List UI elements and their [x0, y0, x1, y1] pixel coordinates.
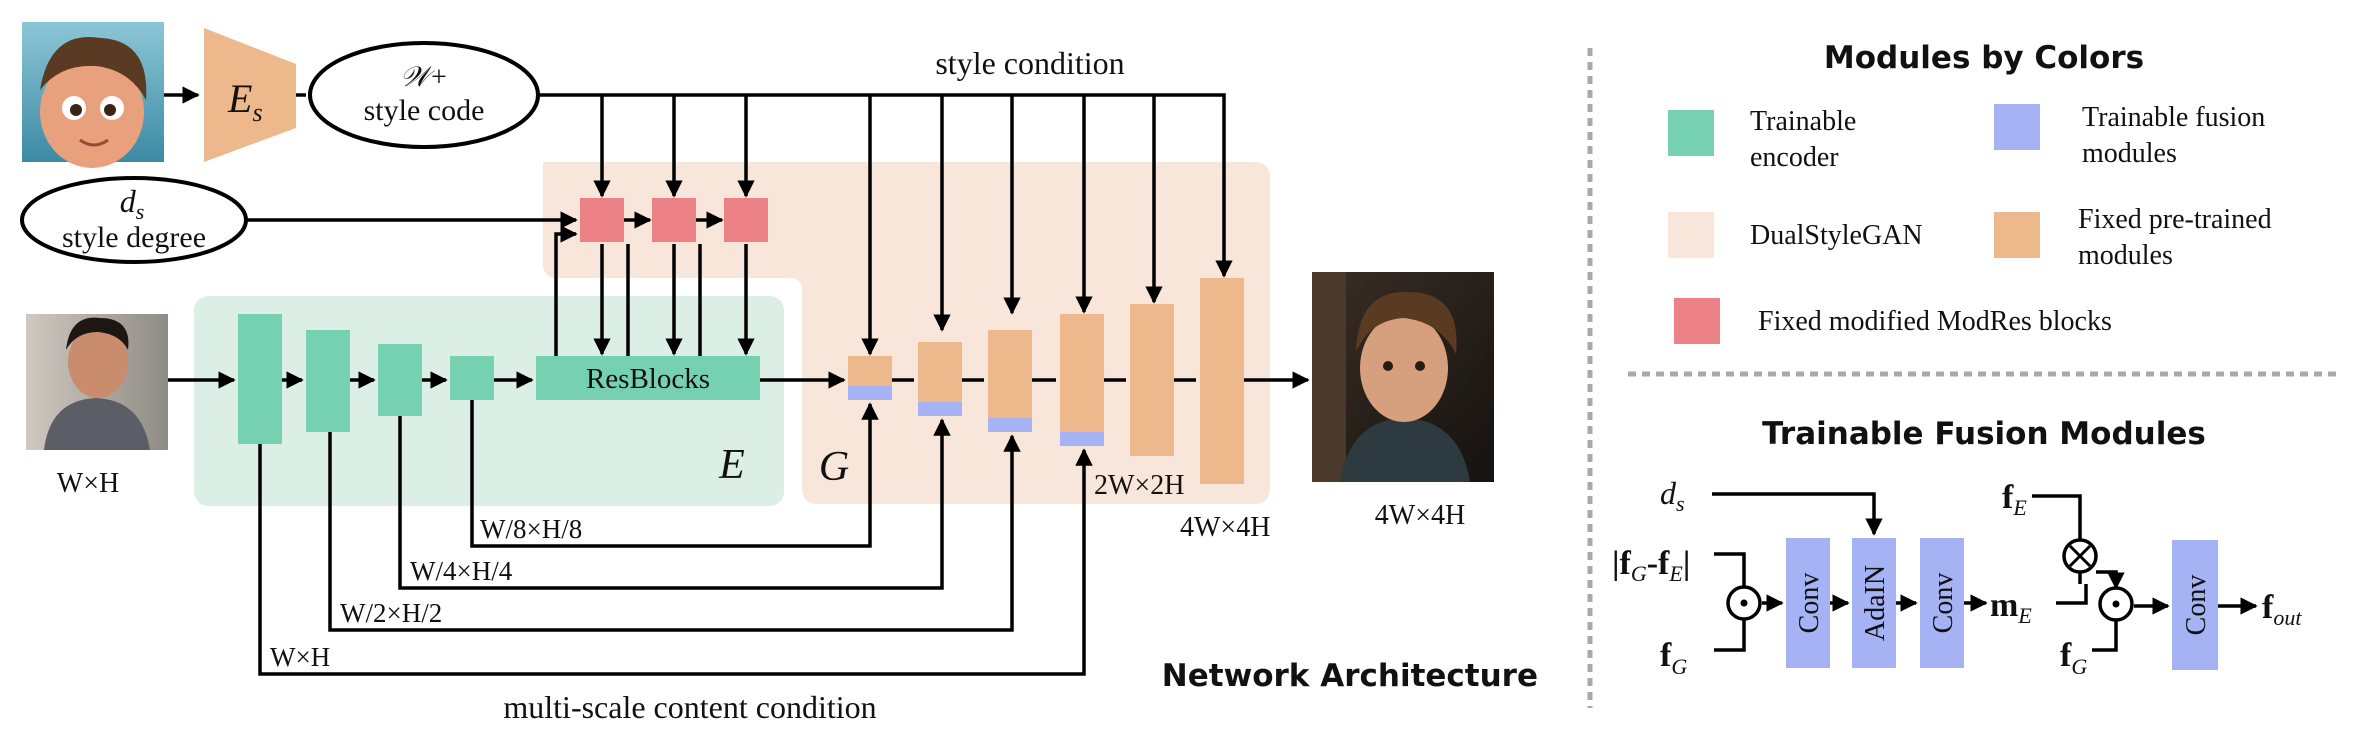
fusion-me-label: mE [1990, 587, 2032, 628]
legend-fixed-modres: Fixed modified ModRes blocks [1758, 306, 2112, 337]
legend-title: Modules by Colors [1824, 40, 2144, 76]
legend-trainable-encoder-line1: Trainable [1750, 106, 1856, 137]
fusion-conv-2 [1920, 538, 1964, 668]
legend-fixed-pretrained-line2: modules [2078, 240, 2173, 271]
legend-trainable-fusion-line2: modules [2082, 138, 2177, 169]
gen-block-2 [918, 342, 962, 402]
encoder-region [194, 296, 784, 506]
fusion-ds-label: ds [1660, 475, 1685, 516]
fusion-fout-label: fout [2262, 589, 2302, 630]
fusion-fe-label: fE [2002, 479, 2027, 520]
modres-block-3 [724, 198, 768, 242]
gen-block-5 [1130, 304, 1174, 456]
style-condition-label: style condition [935, 45, 1124, 81]
multiply-node [2062, 538, 2098, 574]
content-image-photo [26, 314, 168, 450]
content-flow-lines [164, 371, 1310, 676]
trainable-encoder-swatch [1668, 110, 1714, 156]
style-encoder-block [204, 28, 296, 162]
fusion-fg2-label: fG [2060, 637, 2087, 679]
generator-blocks [848, 278, 1244, 484]
style-encoder-label: Es [227, 76, 263, 127]
scale-label-w1: W×H [270, 642, 330, 672]
encoder-label: E [718, 442, 745, 488]
gen-size-4w-label: 4W×4H [1180, 512, 1270, 543]
modres-blocks [580, 198, 768, 242]
style-image-cartoon [22, 22, 164, 168]
encoder-block-4 [450, 356, 494, 400]
gen-block-4 [1060, 314, 1104, 432]
gen-block-3 [988, 330, 1032, 418]
scale-label-w4: W/4×H/4 [410, 556, 513, 586]
dualstylegan-swatch [1668, 212, 1714, 258]
style-code-symbol: 𝒲+ [400, 62, 448, 93]
output-size-label: 4W×4H [1375, 500, 1465, 531]
legend-trainable-encoder-line2: encoder [1750, 142, 1839, 173]
fusion-title: Trainable Fusion Modules [1762, 416, 2206, 452]
input-size-label: W×H [57, 468, 119, 499]
scale-label-w2: W/2×H/2 [340, 598, 442, 628]
encoder-block-1 [238, 314, 282, 444]
fusion-adain [1852, 538, 1896, 668]
fusion-conv-3-label: Conv [2181, 575, 2212, 636]
architecture-title: Network Architecture [1162, 658, 1538, 694]
fusion-conv-1 [1786, 538, 1830, 668]
fixed-modres-swatch [1674, 298, 1720, 344]
gen-size-2w-label: 2W×2H [1094, 470, 1184, 501]
style-degree-symbol: ds [120, 183, 145, 224]
elementwise-product-2 [2098, 586, 2134, 622]
modres-block-1 [580, 198, 624, 242]
encoder-block-3 [378, 344, 422, 416]
resblocks-label: ResBlocks [586, 363, 710, 395]
legend-dualstylegan: DualStyleGAN [1750, 220, 1923, 251]
fusion-conv-1-label: Conv [1794, 573, 1825, 634]
fixed-pretrained-swatch [1994, 212, 2040, 258]
legend-trainable-fusion-line1: Trainable fusion [2082, 102, 2265, 133]
style-code-label: style code [364, 94, 485, 127]
fusion-adain-label: AdaIN [1860, 565, 1891, 641]
fusion-conv-2-label: Conv [1928, 573, 1959, 634]
content-condition-label: multi-scale content condition [503, 689, 876, 725]
fusion-conv-3 [2172, 540, 2218, 670]
gen-block-6 [1200, 278, 1244, 484]
style-condition-lines [164, 86, 1233, 360]
fusion-fg-label: fG [1660, 637, 1687, 679]
elementwise-product-1 [1726, 585, 1762, 621]
trainable-fusion-swatch [1994, 104, 2040, 150]
encoder-block-2 [306, 330, 350, 432]
output-image [1312, 272, 1494, 482]
generator-label: G [819, 444, 849, 490]
scale-label-w8: W/8×H/8 [480, 514, 582, 544]
modres-block-2 [652, 198, 696, 242]
legend-fixed-pretrained-line1: Fixed pre-trained [2078, 204, 2272, 235]
encoder-blocks [238, 314, 494, 444]
resblocks-block [536, 356, 760, 400]
gen-block-1 [848, 356, 892, 386]
fusion-diff-label: |fG-fE| [1612, 545, 1690, 586]
style-degree-label: style degree [62, 221, 206, 254]
